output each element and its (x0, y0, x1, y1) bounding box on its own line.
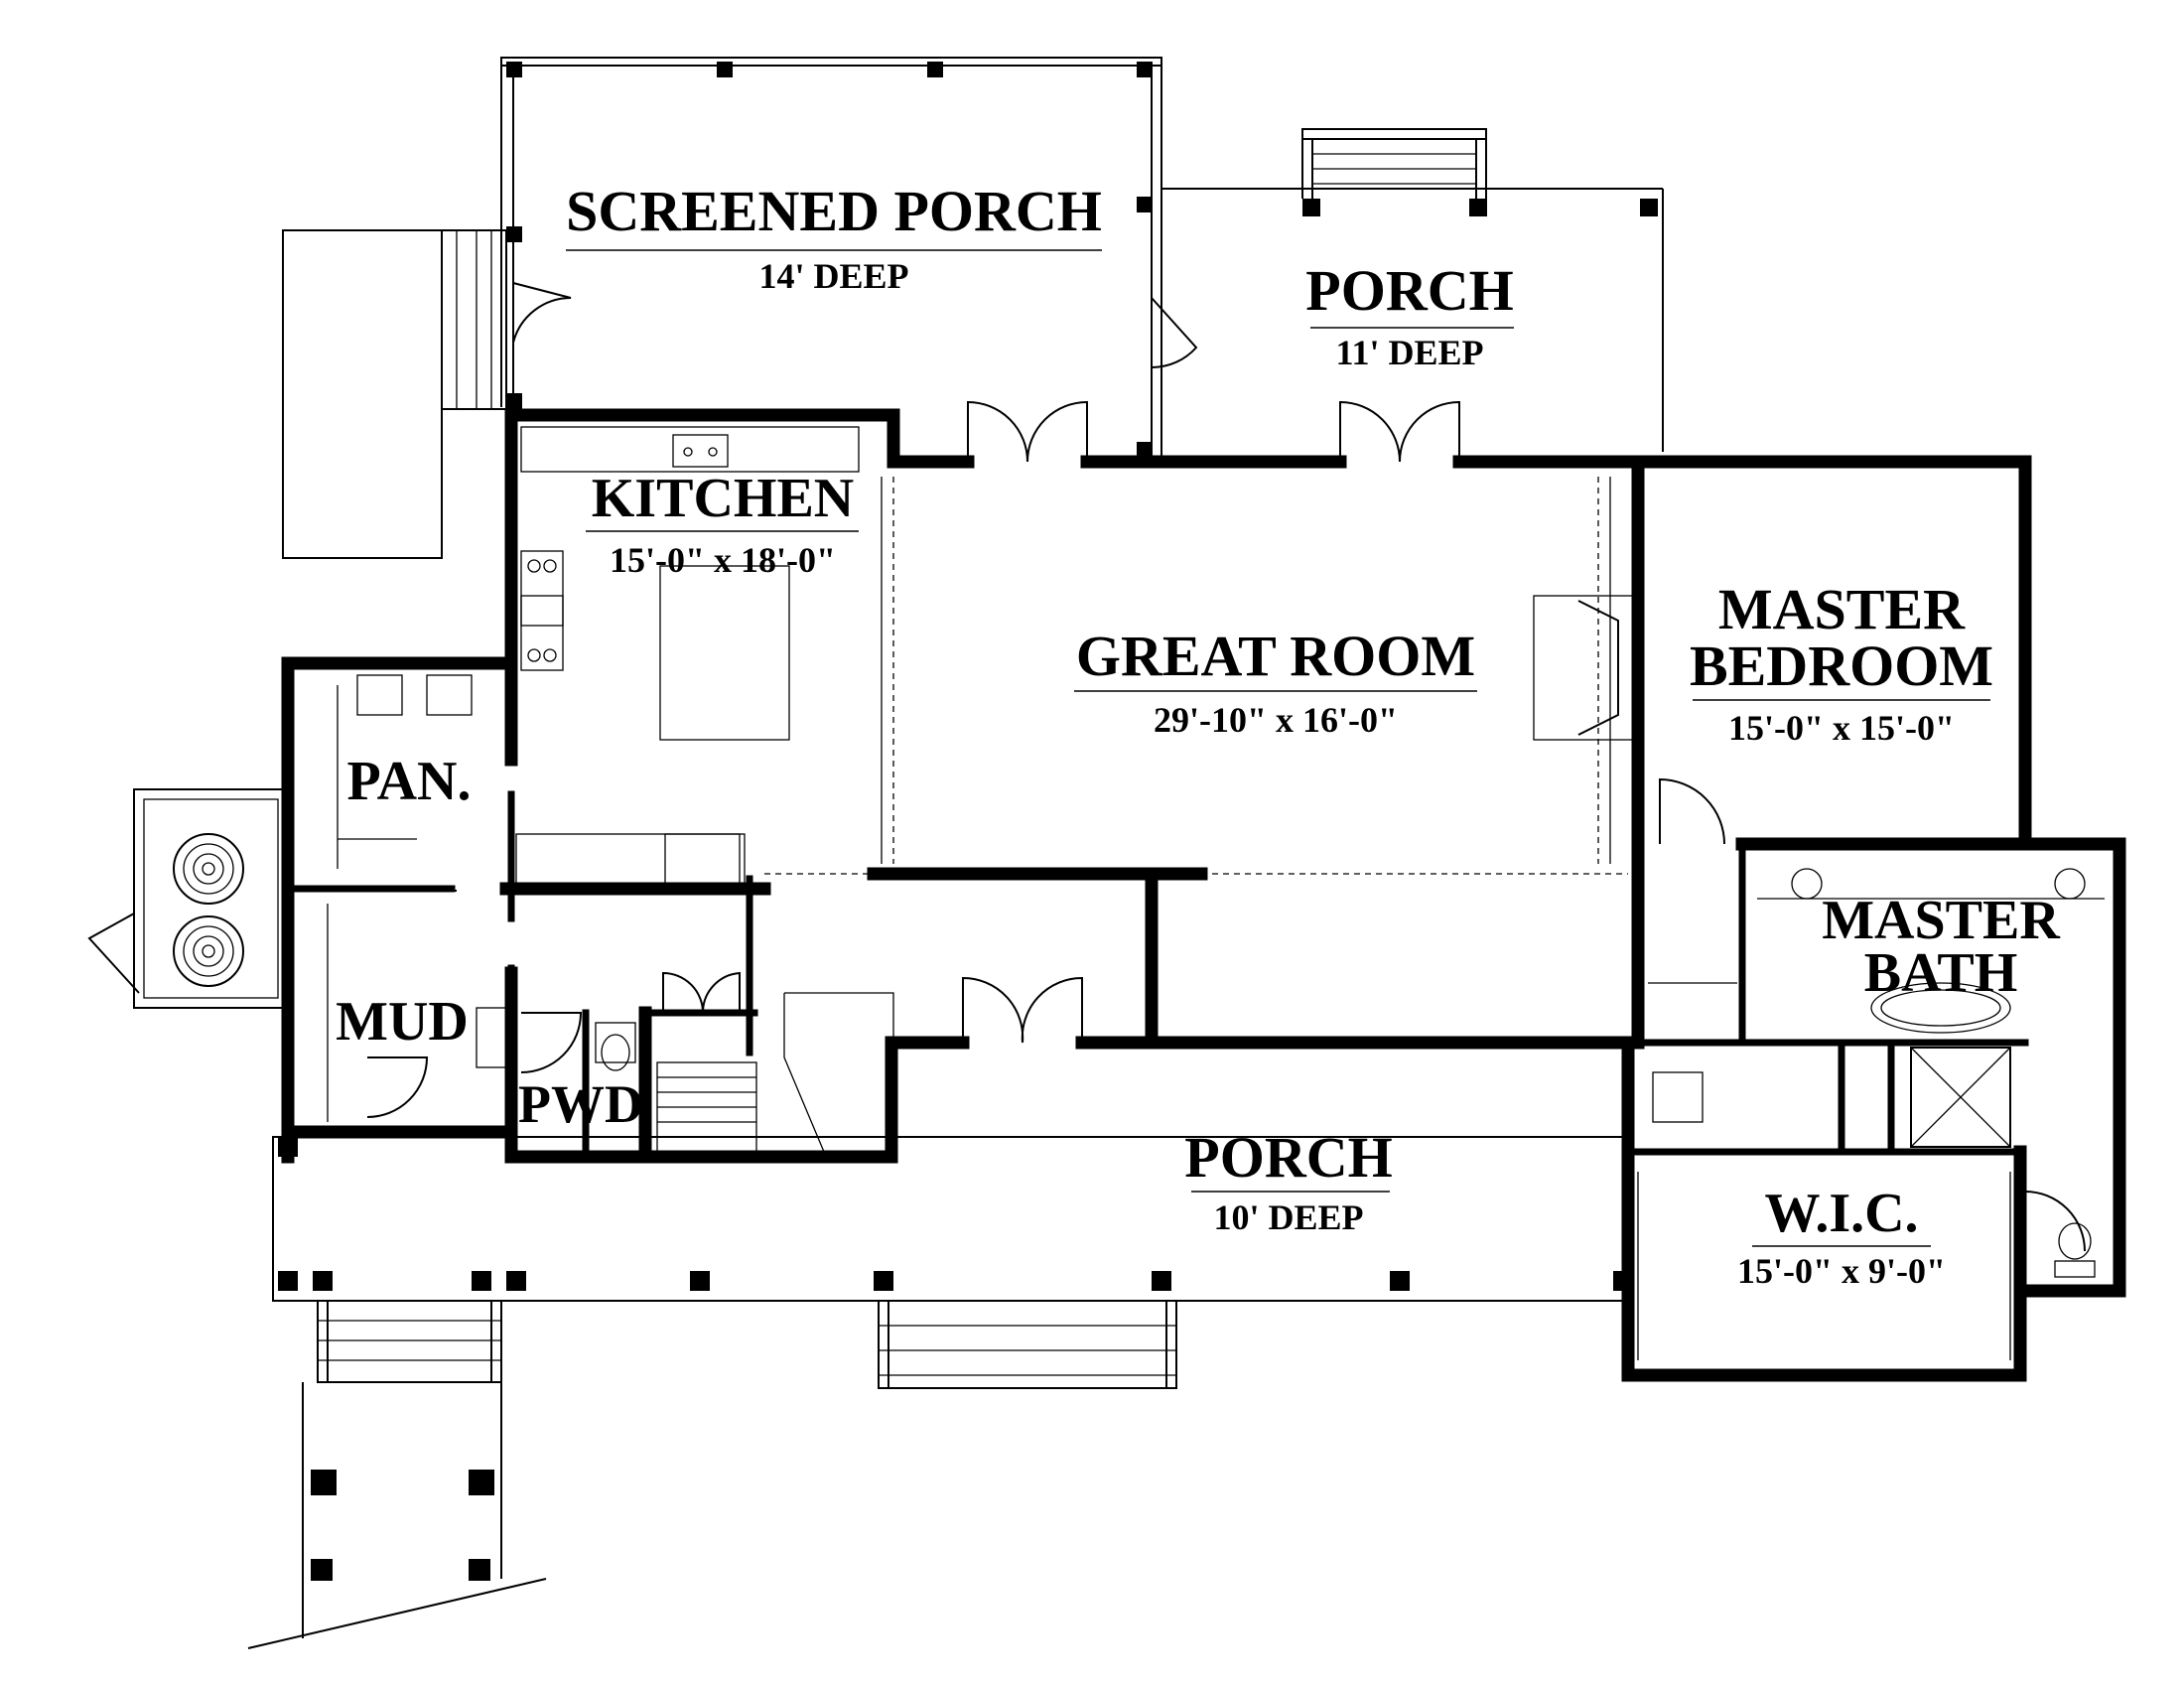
kitchen-dim: 15'-0" x 18'-0" (610, 540, 836, 580)
powder-title: PWD (518, 1074, 643, 1134)
great-room-dim: 29'-10" x 16'-0" (1154, 700, 1398, 740)
front-porch-title: PORCH (1184, 1125, 1392, 1190)
master-bath-title-2: BATH (1864, 942, 2018, 1004)
wic-dim: 15'-0" x 9'-0" (1737, 1251, 1946, 1291)
master-bath-title-1: MASTER (1822, 890, 2060, 951)
screened-porch-dim: 14' DEEP (758, 256, 908, 296)
master-bedroom-dim: 15'-0" x 15'-0" (1728, 708, 1955, 748)
rear-porch-title: PORCH (1305, 258, 1513, 323)
rear-porch-dim: 11' DEEP (1335, 333, 1483, 372)
great-room-title: GREAT ROOM (1076, 624, 1475, 688)
door-swings (366, 400, 2086, 1252)
screened-porch-structure (500, 57, 1198, 458)
rear-porch-structure (1161, 128, 1664, 452)
front-porch-dim: 10' DEEP (1213, 1197, 1363, 1237)
side-deck (282, 229, 507, 559)
kitchen-title: KITCHEN (592, 468, 855, 529)
room-labels: SCREENED PORCH 14' DEEP PORCH 11' DEEP K… (336, 179, 2060, 1291)
hvac-units (87, 788, 289, 1009)
master-bedroom-title-2: BEDROOM (1690, 633, 1993, 698)
interior-details (327, 426, 2105, 1360)
mud-title: MUD (336, 991, 469, 1053)
master-bedroom-title-1: MASTER (1718, 577, 1966, 641)
front-porch-structure (247, 1136, 1633, 1649)
pantry-title: PAN. (347, 751, 472, 812)
wic-title: W.I.C. (1764, 1183, 1918, 1244)
screened-porch-title: SCREENED PORCH (566, 179, 1102, 243)
